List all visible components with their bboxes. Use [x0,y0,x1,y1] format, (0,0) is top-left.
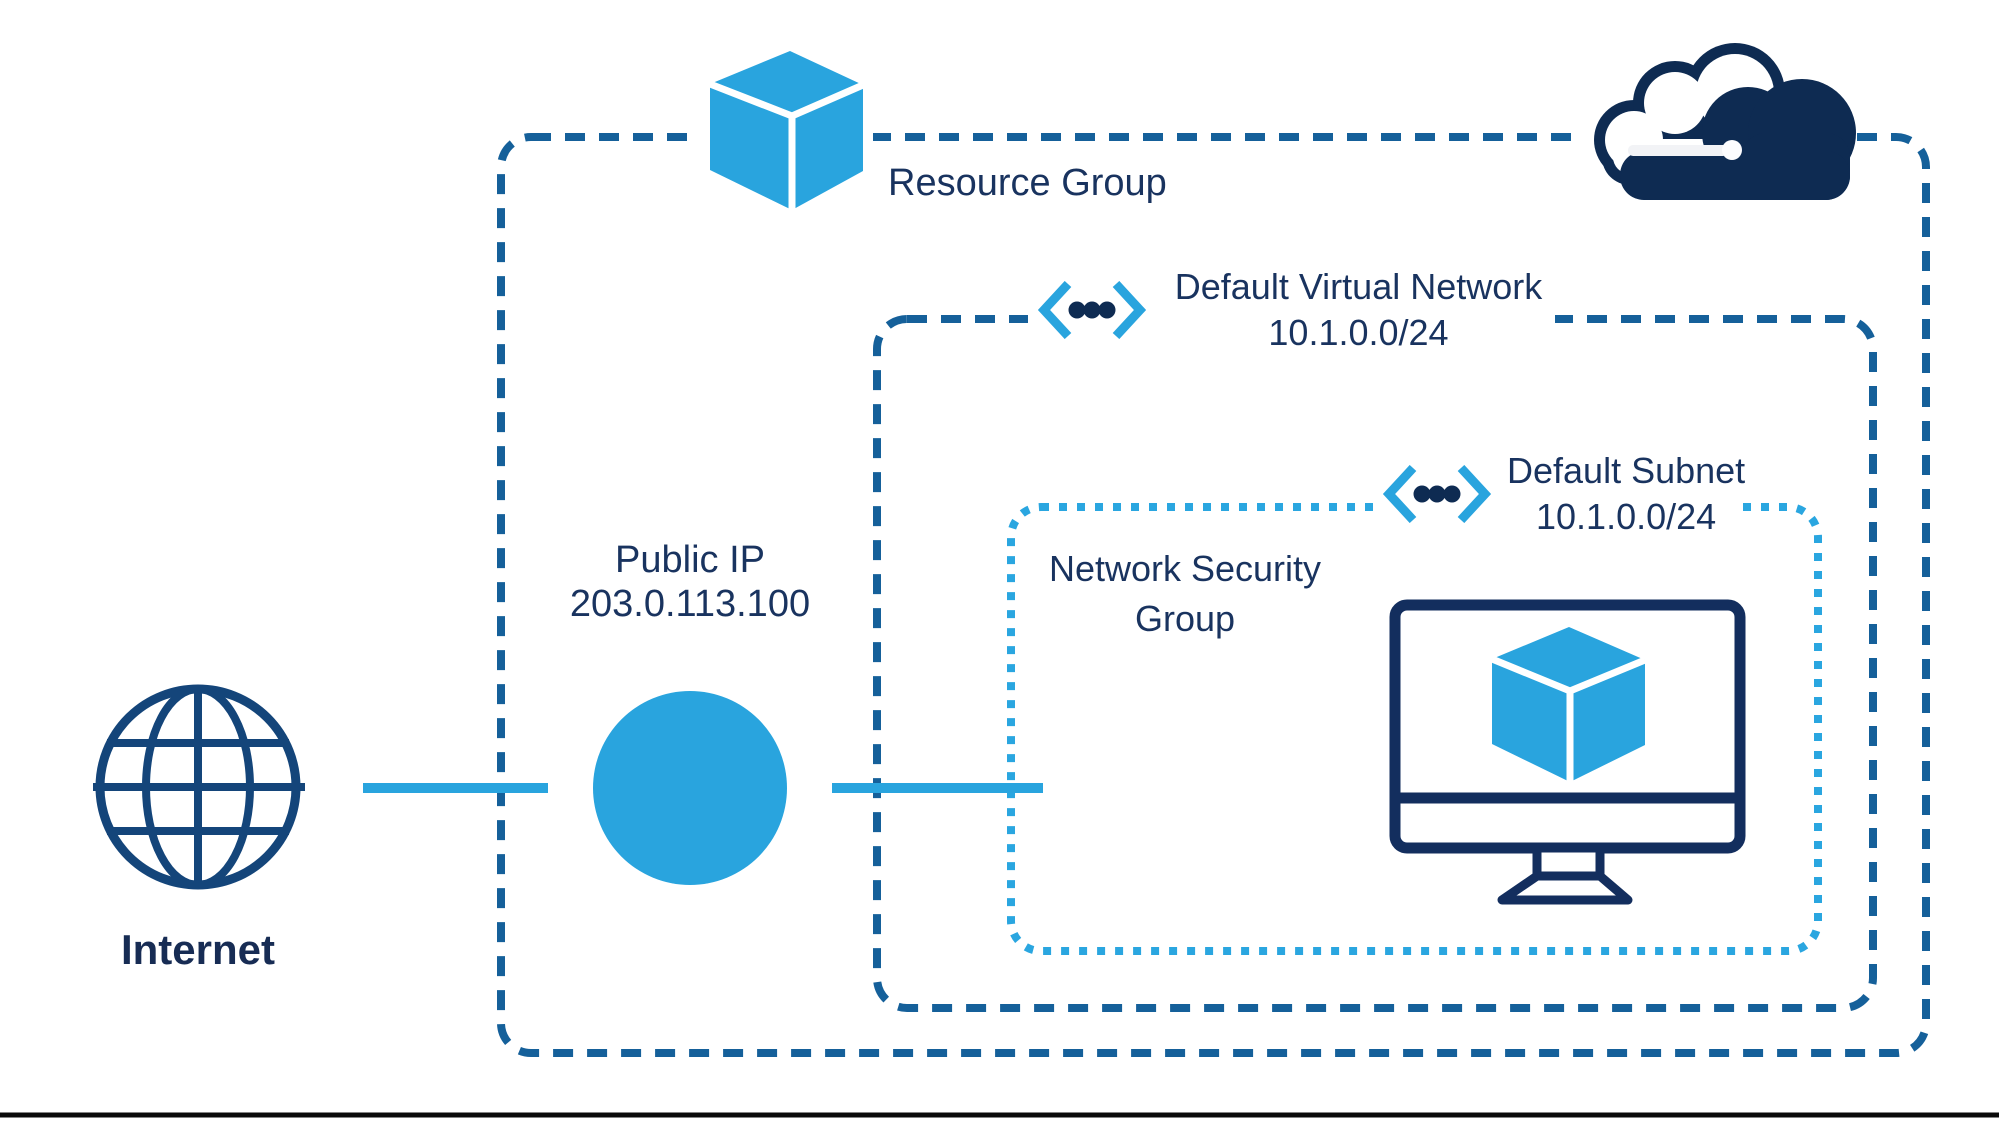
virtual-network-cidr: 10.1.0.0/24 [1268,312,1449,353]
virtual-network-icon [1038,281,1146,339]
subnet-label-block: Default Subnet 10.1.0.0/24 [1375,444,1745,544]
subnet-cidr: 10.1.0.0/24 [1536,496,1717,537]
virtual-network-name: Default Virtual Network [1174,266,1543,307]
nsg-label-line1: Network Security [1048,548,1322,589]
vm-cube-icon [1490,627,1647,782]
resource-group-cube-icon [695,36,873,222]
virtual-network-label-block: Default Virtual Network 10.1.0.0/24 [1028,260,1555,360]
globe-icon [93,682,305,894]
resource-group-border [497,133,1930,1057]
internet-label: Internet [120,926,275,973]
subnet-name: Default Subnet [1507,450,1746,491]
nsg-label: Network Security Group [1020,544,1350,644]
subnet-icon [1383,465,1491,523]
public-ip-title: Public IP [615,539,765,581]
virtual-network-border [873,315,1877,1012]
public-ip-address: 203.0.113.100 [569,583,811,625]
public-ip-label: Public IP 203.0.113.100 [505,538,875,626]
cloud-icon [1572,33,1857,208]
nsg-label-line2: Group [1134,598,1236,639]
public-ip-circle [593,691,787,885]
resource-group-label: Resource Group [888,162,1167,204]
vm-monitor-icon [1383,593,1758,913]
